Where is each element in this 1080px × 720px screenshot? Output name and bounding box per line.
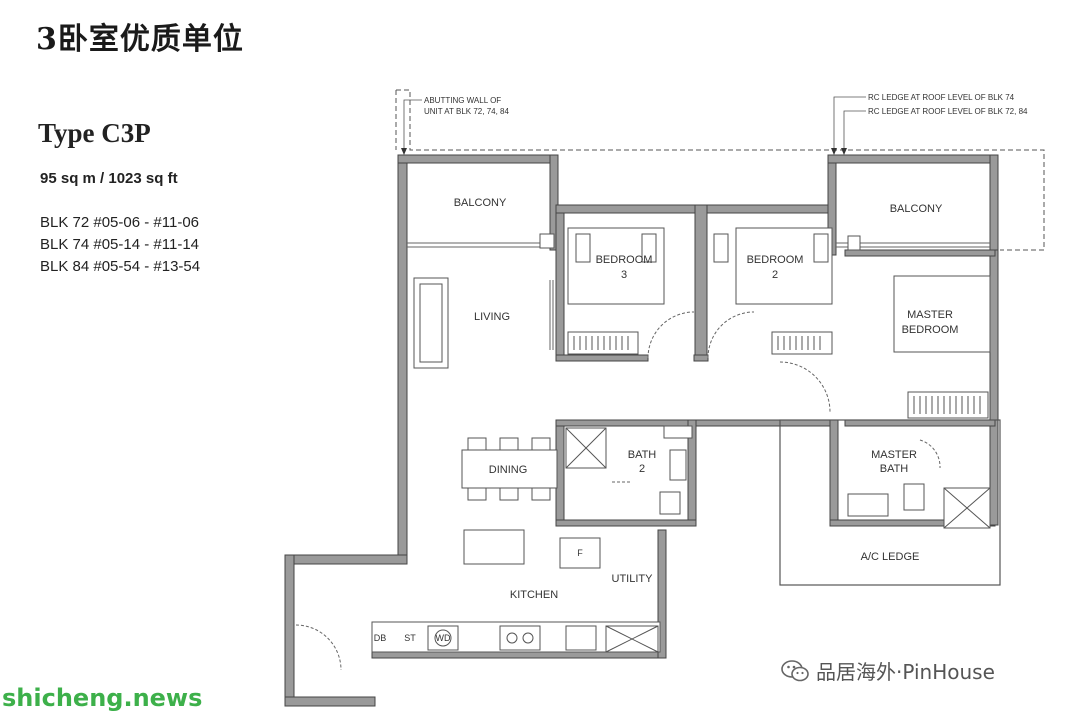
page-heading: 3卧室优质单位 — [36, 22, 244, 57]
label-utility: UTILITY — [612, 573, 654, 585]
block-item: BLK 84 #05-54 - #13-54 — [40, 258, 201, 275]
label-ac-ledge: A/C LEDGE — [861, 551, 920, 563]
unit-type-title: Type C3P — [38, 118, 151, 148]
door-swings — [295, 311, 941, 671]
glazing — [407, 242, 990, 350]
label-balcony-right: BALCONY — [890, 203, 943, 215]
label-balcony-left: BALCONY — [454, 197, 507, 209]
ac-ledge-outline — [779, 419, 1001, 586]
note-abutting-line2: UNIT AT BLK 72, 74, 84 — [424, 107, 509, 116]
unit-area: 95 sq m / 1023 sq ft — [40, 170, 178, 187]
watermark-shicheng: shicheng.news — [2, 684, 203, 712]
note-rc-ledge-74: RC LEDGE AT ROOF LEVEL OF BLK 74 — [868, 93, 1015, 102]
label-master-bedroom-line1: MASTER — [907, 309, 953, 321]
label-bedroom2-line2: 2 — [772, 269, 778, 281]
watermark-pinhouse-text: 品居海外·PinHouse — [816, 660, 995, 684]
label-fridge: F — [577, 548, 583, 558]
label-wd: WD — [436, 633, 451, 643]
exterior-walls — [284, 154, 999, 707]
label-st: ST — [404, 633, 416, 643]
label-db: DB — [374, 633, 387, 643]
block-item: BLK 74 #05-14 - #11-14 — [40, 236, 200, 253]
label-living: LIVING — [474, 311, 510, 323]
bed-stripes — [573, 336, 981, 414]
label-bath2-line2: 2 — [639, 463, 645, 475]
note-rc-ledge-72-84: RC LEDGE AT ROOF LEVEL OF BLK 72, 84 — [868, 107, 1028, 116]
label-bath2-line1: BATH — [628, 449, 657, 461]
label-bedroom3-line1: BEDROOM — [596, 254, 653, 266]
block-item: BLK 72 #05-06 - #11-06 — [40, 214, 200, 231]
note-abutting-line1: ABUTTING WALL OF — [424, 96, 501, 105]
wechat-icon — [781, 659, 809, 681]
watermark-pinhouse: 品居海外·PinHouse — [780, 656, 995, 685]
label-master-bath-line1: MASTER — [871, 449, 917, 461]
label-bedroom2-line1: BEDROOM — [747, 254, 804, 266]
label-master-bath-line2: BATH — [880, 463, 909, 475]
label-master-bedroom-line2: BEDROOM — [902, 324, 959, 336]
label-kitchen: KITCHEN — [510, 589, 558, 601]
furniture — [371, 227, 991, 653]
roof-ledge-outline — [395, 89, 1045, 251]
leader-lines — [403, 96, 866, 150]
label-bedroom3-line2: 3 — [621, 269, 627, 281]
block-list: BLK 72 #05-06 - #11-06 BLK 74 #05-14 - #… — [40, 212, 200, 278]
label-dining: DINING — [489, 464, 528, 476]
